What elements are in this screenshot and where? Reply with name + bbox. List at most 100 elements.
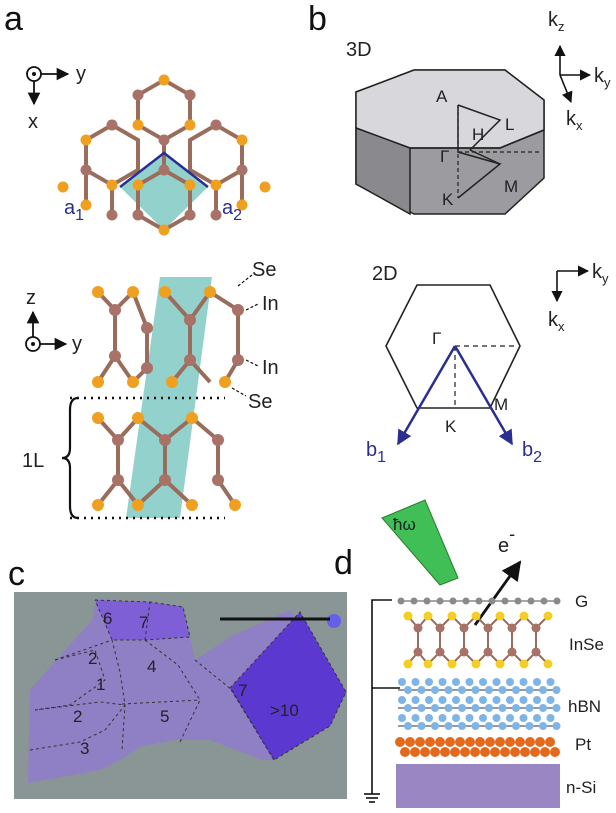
- hbn-atom: [485, 722, 493, 730]
- pt-atom: [480, 747, 490, 757]
- hbn-atom: [552, 722, 561, 730]
- axis-y2-label: y: [72, 333, 82, 355]
- pt-atom: [485, 737, 495, 747]
- hbn-atom: [546, 714, 555, 722]
- pt-atom: [460, 747, 470, 757]
- point-M-2d-label: M: [494, 395, 508, 414]
- side-view-structure: Se In In Se 1L: [22, 259, 279, 520]
- hbn-atom: [438, 678, 447, 686]
- axis-x-label: x: [28, 111, 38, 133]
- hbn-atom: [438, 714, 447, 722]
- hbn-atom: [519, 714, 528, 722]
- hbn-atom: [452, 714, 460, 722]
- hbn-atom: [498, 722, 507, 730]
- panel-c-label: c: [8, 555, 25, 593]
- pt-atom: [475, 737, 485, 747]
- hbn-atom: [492, 696, 501, 704]
- hbn-atom: [471, 704, 480, 712]
- hbn-atom: [512, 704, 520, 712]
- point-M-label: M: [504, 177, 518, 196]
- top-view-axes: y x: [26, 63, 86, 133]
- vector-b1-label: b1: [366, 439, 386, 466]
- circuit-wire: [364, 599, 400, 803]
- hbn-atom: [404, 704, 412, 712]
- vector-b2-label: b2: [522, 439, 542, 466]
- pt-atom: [550, 747, 560, 757]
- hbn-atom: [479, 678, 487, 686]
- axis-kx-2d-label: kx: [548, 309, 565, 334]
- axis-z-label: z: [26, 287, 36, 309]
- hbn-atom: [411, 678, 420, 686]
- hbn-atom: [411, 714, 420, 722]
- graphene-layer: [397, 597, 561, 605]
- si-substrate: [396, 764, 560, 808]
- hbn-atom: [546, 678, 555, 686]
- region-label: 2: [88, 649, 97, 668]
- hbn-atom: [525, 686, 534, 694]
- hbn-atom: [438, 696, 447, 704]
- pt-atom: [495, 737, 505, 747]
- hbn-atom: [492, 678, 501, 686]
- panel-c: c 6 7 2 1 4 2: [8, 555, 347, 799]
- photon-label: ħω: [393, 515, 416, 534]
- axis-kx-label: kx: [566, 108, 583, 133]
- region-label: 6: [103, 609, 112, 628]
- atom-in2-label: In: [262, 357, 279, 379]
- hbn-atom: [485, 704, 493, 712]
- pt-atom: [535, 737, 545, 747]
- hbn-atom: [465, 678, 474, 686]
- pt-atom: [395, 737, 405, 747]
- hbn-atom: [533, 678, 541, 686]
- hbn-atom: [471, 686, 480, 694]
- hbn-atom: [552, 686, 561, 694]
- layer-label-inse: InSe: [569, 635, 604, 654]
- pt-atom: [505, 737, 515, 747]
- hbn-atom: [506, 714, 514, 722]
- pt-atom: [515, 737, 525, 747]
- point-gamma-2d-label: Γ: [432, 329, 441, 348]
- pt-atom: [525, 737, 535, 747]
- layer-label-pt: Pt: [575, 735, 591, 754]
- layer-brace: [61, 396, 79, 520]
- layer-label-g: G: [575, 592, 588, 611]
- hbn-atom: [431, 704, 439, 712]
- hbn-atom: [452, 678, 460, 686]
- hbn-atom: [431, 686, 439, 694]
- pt-atom: [530, 747, 540, 757]
- hbn-atom: [417, 686, 426, 694]
- hbn-atom: [533, 714, 541, 722]
- region-label: 7: [238, 681, 247, 700]
- title-2d: 2D: [372, 263, 398, 285]
- pt-atom: [470, 747, 480, 757]
- hbn-atom: [539, 686, 547, 694]
- hbn-atom: [519, 696, 528, 704]
- point-K-2d-label: K: [445, 417, 457, 436]
- hbn-atom: [425, 678, 433, 686]
- hbn-atom: [417, 704, 426, 712]
- region-label: 5: [160, 707, 169, 726]
- axis-kz-label: kz: [548, 9, 565, 34]
- atom-se-top-label: Se: [252, 259, 276, 281]
- pt-atom: [465, 737, 475, 747]
- axes-2d: ky kx: [548, 261, 609, 334]
- panel-a-label: a: [4, 0, 23, 38]
- region-label: 4: [147, 657, 156, 676]
- hbn-atom: [425, 696, 433, 704]
- hbn-atom: [492, 714, 501, 722]
- flake: [28, 599, 347, 783]
- hbn-atom: [546, 696, 555, 704]
- hbn-atom: [525, 722, 534, 730]
- hbn-atom: [479, 714, 487, 722]
- hbn-atom: [471, 722, 480, 730]
- hbn-atom: [519, 678, 528, 686]
- region-label: 2: [73, 707, 82, 726]
- hbn-atom: [485, 686, 493, 694]
- panel-a: a y x: [4, 0, 279, 520]
- hbn-atom: [533, 696, 541, 704]
- electron-arrow: [473, 560, 522, 626]
- layer-label-si: n-Si: [566, 778, 596, 797]
- hbn-atom: [465, 696, 474, 704]
- hbn-atom: [479, 696, 487, 704]
- hbn-atom: [512, 722, 520, 730]
- point-A-label: A: [436, 87, 448, 106]
